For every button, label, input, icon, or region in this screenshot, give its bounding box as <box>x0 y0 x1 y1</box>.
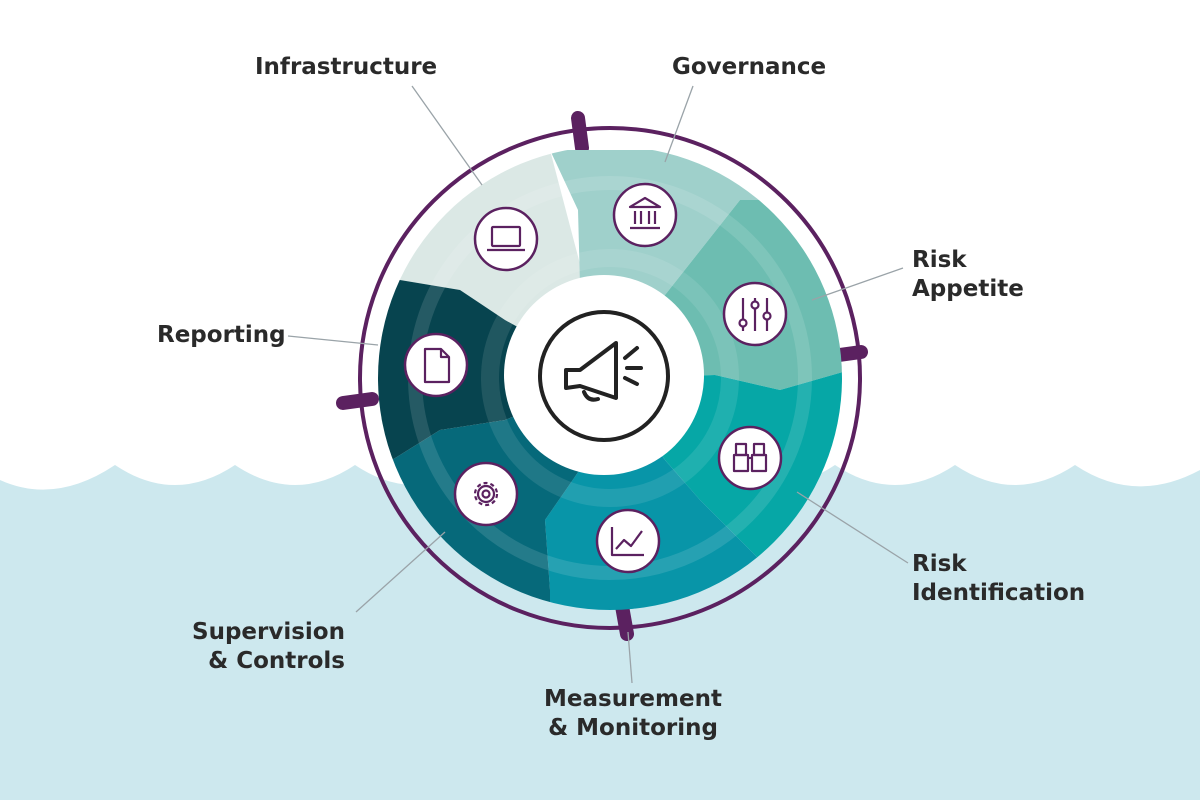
ring-tick-top <box>571 111 589 155</box>
document-icon <box>403 332 469 398</box>
gear-icon <box>453 461 519 527</box>
outer-ring <box>358 126 862 630</box>
sliders-icon <box>722 281 788 347</box>
bank-building-icon <box>612 182 678 248</box>
megaphone-icon <box>538 310 670 442</box>
label-line: & Monitoring <box>548 715 718 741</box>
label-reporting: Reporting <box>157 321 286 350</box>
label-line: Risk <box>912 247 967 273</box>
center-disk <box>504 275 704 475</box>
label-line: Measurement <box>544 686 722 712</box>
label-risk-appetite: Risk Appetite <box>912 246 1024 304</box>
label-line: Supervision <box>192 619 345 645</box>
leader-governance <box>664 85 694 163</box>
segment-reporting <box>378 270 610 480</box>
label-governance: Governance <box>672 53 826 82</box>
label-line: Appetite <box>912 276 1024 302</box>
label-infrastructure: Infrastructure <box>255 53 437 82</box>
label-line: Reporting <box>157 322 286 348</box>
laptop-icon <box>473 206 539 272</box>
water-background <box>0 465 1200 800</box>
label-line: Identification <box>912 580 1086 606</box>
leader-risk-identification <box>796 491 909 564</box>
ring-tick-bottom <box>615 599 634 641</box>
leader-supervision-controls <box>355 531 446 613</box>
label-line: & Controls <box>208 648 345 674</box>
leader-infrastructure <box>411 85 483 186</box>
binoculars-icon <box>717 425 783 491</box>
leader-lines <box>287 85 909 684</box>
line-chart-icon <box>595 508 661 574</box>
leader-measurement-monitoring <box>627 631 633 684</box>
label-risk-identification: Risk Identification <box>912 550 1085 608</box>
ring-tick-left <box>336 392 379 410</box>
label-line: Risk <box>912 551 967 577</box>
label-line: Infrastructure <box>255 54 438 80</box>
label-line: Governance <box>672 54 827 80</box>
inner-ring-soft-2 <box>481 249 739 507</box>
leader-risk-appetite <box>811 267 904 301</box>
leader-reporting <box>287 335 379 346</box>
label-supervision-controls: Supervision & Controls <box>175 618 345 676</box>
label-measurement-monitoring: Measurement & Monitoring <box>520 685 746 743</box>
